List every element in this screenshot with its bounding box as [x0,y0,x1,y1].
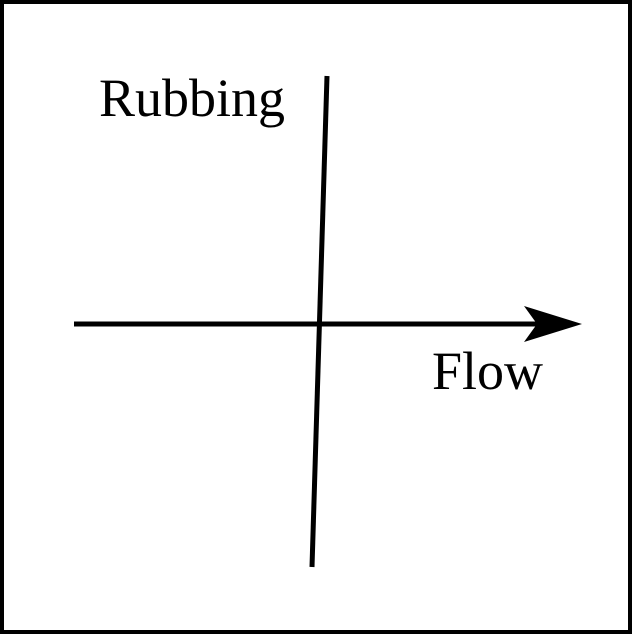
flow-arrowhead [524,306,582,342]
orientation-diagram: Rubbing Flow [74,68,582,568]
rubbing-label: Rubbing [99,68,285,128]
flow-label: Flow [432,341,543,401]
